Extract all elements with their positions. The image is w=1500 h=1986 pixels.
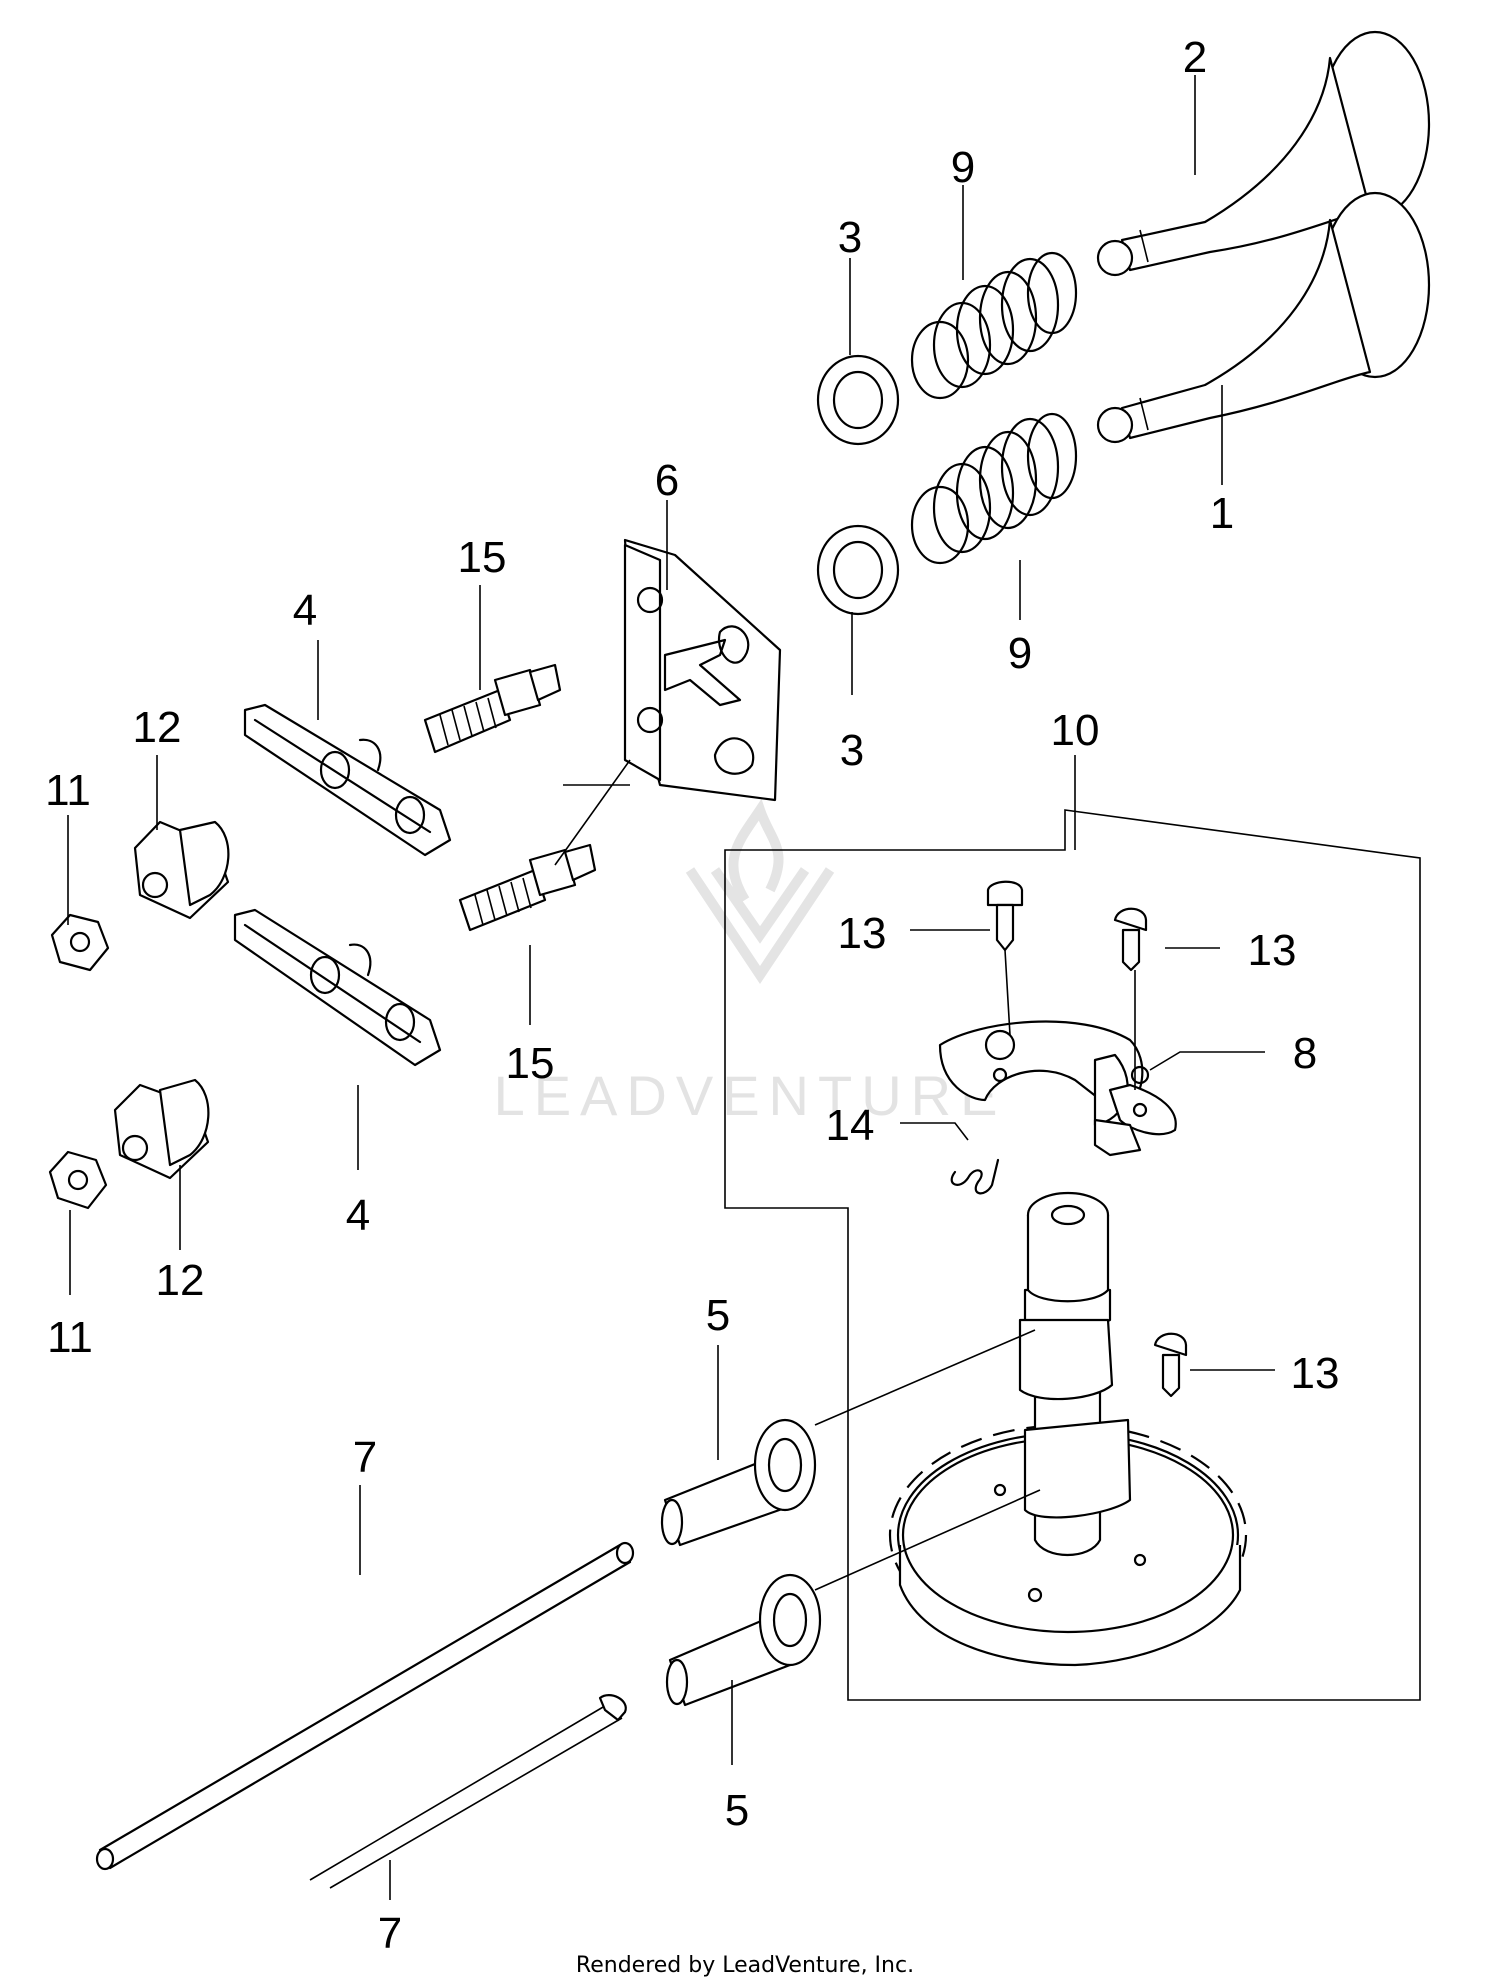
part-8-governor-weight xyxy=(938,1020,1177,1157)
callout-13-lower: 13 xyxy=(1291,1349,1340,1398)
callout-1: 1 xyxy=(1210,489,1234,538)
part-10-assembly-outline xyxy=(724,809,1421,1701)
callout-7-lower: 7 xyxy=(378,1909,402,1958)
camshaft xyxy=(1018,1191,1132,1557)
callout-10: 10 xyxy=(1051,706,1100,755)
watermark: LEADVENTURE xyxy=(494,798,1007,1127)
part-11-hex-nut-lower xyxy=(48,1150,108,1210)
callout-9-lower: 9 xyxy=(1008,629,1032,678)
callout-8: 8 xyxy=(1293,1029,1317,1078)
part-12-adjuster-nut-lower xyxy=(113,1078,210,1180)
part-13-pin-lower xyxy=(1153,1332,1188,1398)
part-5-tappet-lower xyxy=(665,1573,822,1707)
callout-5-upper: 5 xyxy=(706,1291,730,1340)
callout-3-upper: 3 xyxy=(838,213,862,262)
part-12-adjuster-nut-upper xyxy=(133,820,230,920)
leadventure-logo-icon xyxy=(685,798,835,985)
part-4-rocker-arm-lower xyxy=(233,908,442,1067)
camshaft-gear xyxy=(888,1423,1248,1667)
callout-15-lower: 15 xyxy=(506,1039,555,1088)
render-credit: Rendered by LeadVenture, Inc. xyxy=(576,1953,914,1978)
part-13-pin-left xyxy=(986,880,1024,952)
part-7-push-rod-lower xyxy=(309,1694,627,1889)
callout-5-lower: 5 xyxy=(725,1786,749,1835)
part-9-valve-spring-upper xyxy=(910,251,1078,400)
part-1-intake-valve xyxy=(1096,191,1431,444)
leader-lines xyxy=(67,75,1275,1900)
callout-4-lower: 4 xyxy=(346,1191,370,1240)
part-15-rocker-stud-upper xyxy=(423,663,562,754)
callout-3-lower: 3 xyxy=(840,726,864,775)
part-4-rocker-arm-upper xyxy=(243,703,452,857)
callout-13-right: 13 xyxy=(1248,926,1297,975)
part-3-spring-retainer-upper xyxy=(816,354,900,446)
callout-12-lower: 12 xyxy=(156,1256,205,1305)
callout-9-upper: 9 xyxy=(951,143,975,192)
part-5-tappet-upper xyxy=(660,1418,817,1547)
callout-7-upper: 7 xyxy=(353,1433,377,1482)
part-6-guide-plate xyxy=(623,538,782,802)
callout-2: 2 xyxy=(1183,33,1207,82)
callouts: 2 1 9 9 3 3 6 15 15 4 4 12 12 11 11 10 1… xyxy=(45,33,1339,1958)
part-11-hex-nut-upper xyxy=(50,913,110,972)
callout-4-upper: 4 xyxy=(293,586,317,635)
part-7-push-rod-upper xyxy=(95,1541,635,1871)
callout-6: 6 xyxy=(655,456,679,505)
callout-15-upper: 15 xyxy=(458,533,507,582)
part-3-spring-retainer-lower xyxy=(816,524,900,616)
part-9-valve-spring-lower xyxy=(910,412,1078,565)
callout-14: 14 xyxy=(826,1101,875,1150)
callout-12-upper: 12 xyxy=(133,703,182,752)
callout-13-left: 13 xyxy=(838,909,887,958)
part-14-governor-spring xyxy=(950,1158,1000,1195)
callout-11-upper: 11 xyxy=(45,766,91,815)
watermark-text: LEADVENTURE xyxy=(494,1064,1007,1127)
part-13-pin-right xyxy=(1113,907,1148,972)
callout-11-lower: 11 xyxy=(47,1313,93,1362)
part-15-rocker-stud-lower xyxy=(458,843,597,932)
